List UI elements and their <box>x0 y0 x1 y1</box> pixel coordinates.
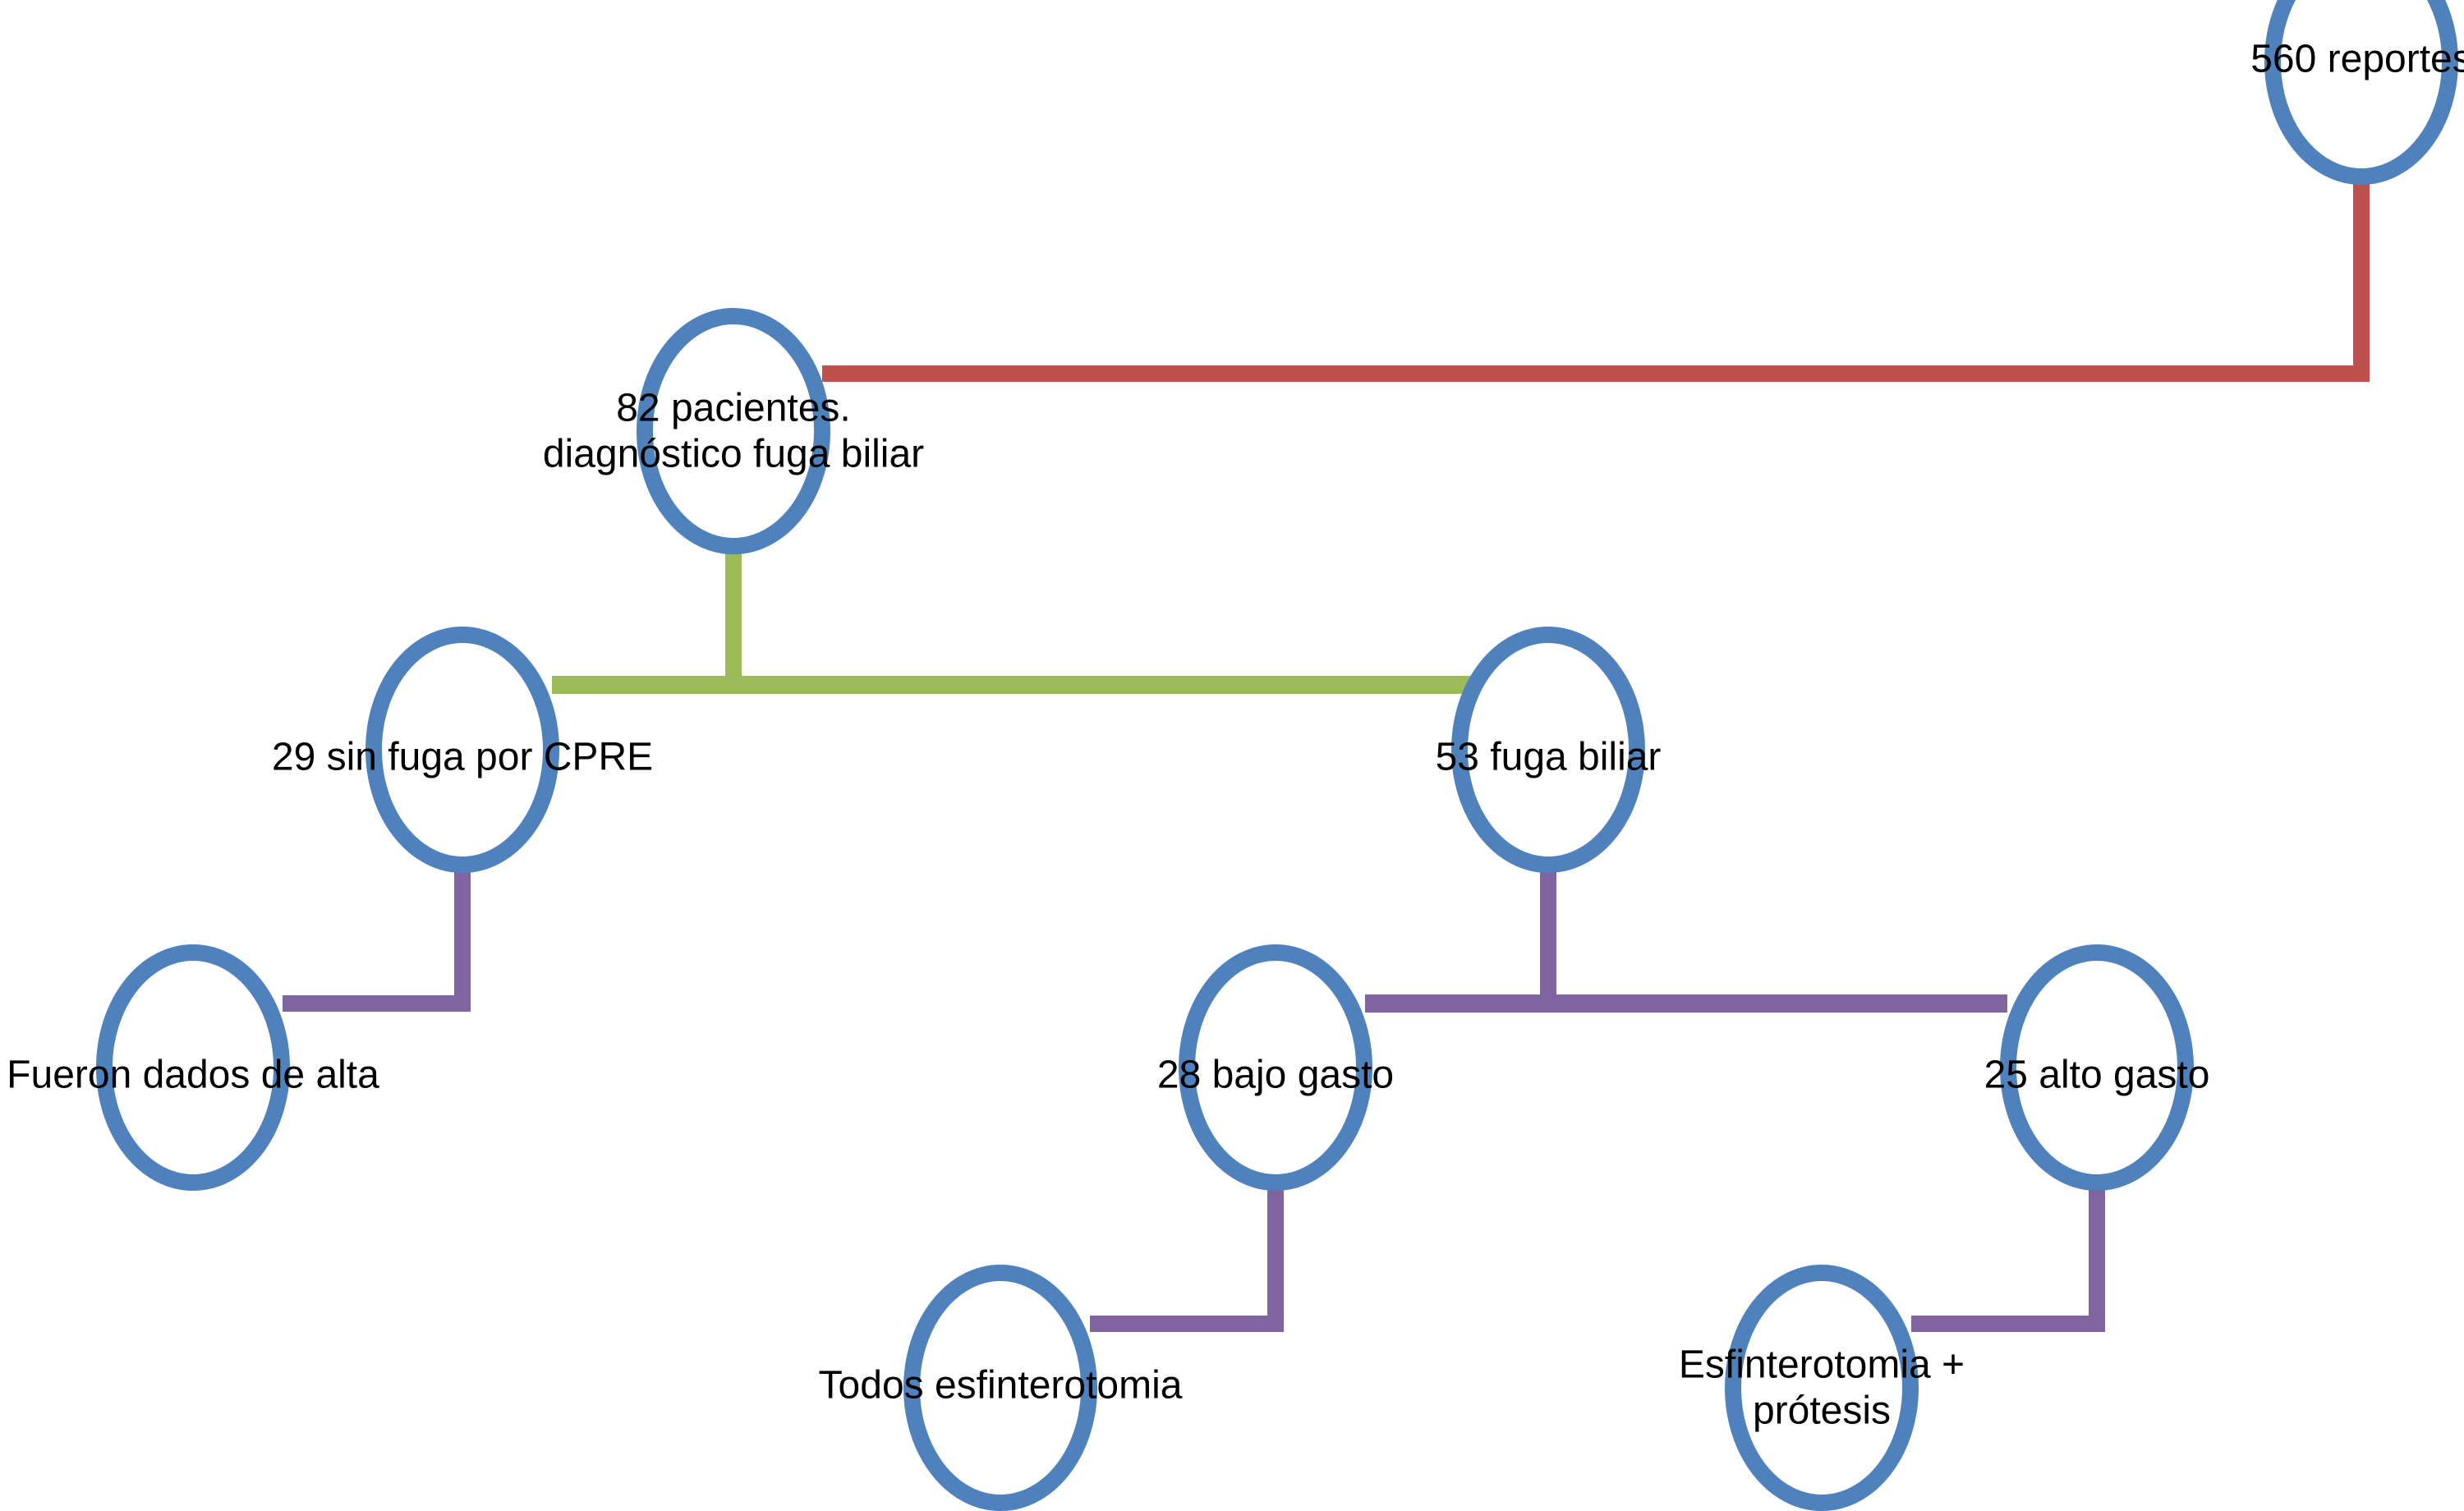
connector-path-red <box>822 175 2370 382</box>
node-29-sin-fuga-cpre[interactable]: 29 sin fuga por CPRE <box>272 627 653 873</box>
node-82-pacientes[interactable]: 82 pacientes. diagnóstico fuga biliar <box>543 308 924 554</box>
node-arc-bottom <box>637 430 830 554</box>
connector-29-to-alta <box>283 863 471 1012</box>
node-label-53-fuga-biliar: 53 fuga biliar <box>1436 736 1662 779</box>
node-label-25-alto-gasto: 25 alto gasto <box>1984 1054 2210 1097</box>
node-arc-top <box>903 1265 1097 1389</box>
node-arc-bottom <box>96 1067 290 1191</box>
node-arc-top <box>2264 0 2458 62</box>
node-todos-esfinterotomia[interactable]: Todos esfinterotomia <box>819 1265 1183 1511</box>
node-arc-bottom <box>1179 1067 1372 1191</box>
node-arc-top <box>1725 1265 1919 1389</box>
connector-path-purple-protesis <box>1911 1181 2105 1332</box>
node-label-esfinterotomia-protesis-line1: Esfinterotomia + <box>1679 1343 1965 1387</box>
node-label-todos-esfinterotomia: Todos esfinterotomia <box>819 1364 1183 1408</box>
node-arc-bottom <box>1451 749 1645 873</box>
node-arc-top <box>2000 944 2194 1068</box>
connector-alto-to-protesis <box>1911 1181 2105 1332</box>
connector-path-purple-alta <box>283 863 471 1012</box>
node-arc-top <box>1451 627 1645 751</box>
connector-layer <box>283 175 2370 1332</box>
node-25-alto-gasto[interactable]: 25 alto gasto <box>1984 944 2210 1191</box>
node-label-28-bajo-gasto: 28 bajo gasto <box>1157 1054 1394 1097</box>
connector-path-purple-todos <box>1090 1181 1284 1332</box>
node-label-esfinterotomia-protesis-line2: prótesis <box>1753 1389 1891 1433</box>
connector-82-split <box>552 544 1470 694</box>
connector-560-to-82 <box>822 175 2370 382</box>
node-esfinterotomia-protesis[interactable]: Esfinterotomia + prótesis <box>1679 1265 1965 1511</box>
node-label-29-sin-fuga-cpre: 29 sin fuga por CPRE <box>272 736 653 779</box>
node-label-560-reportes: 560 reportes <box>2250 38 2464 81</box>
node-label-fueron-dados-de-alta: Fueron dados de alta <box>7 1054 379 1097</box>
node-28-bajo-gasto[interactable]: 28 bajo gasto <box>1157 944 1394 1191</box>
node-53-fuga-biliar[interactable]: 53 fuga biliar <box>1436 627 1662 873</box>
node-arc-bottom <box>903 1387 1097 1511</box>
node-label-82-pacientes-line2: diagnóstico fuga biliar <box>543 433 924 476</box>
connector-bajo-to-todos <box>1090 1181 1284 1332</box>
node-arc-top <box>1179 944 1372 1068</box>
node-arc-top <box>365 627 559 751</box>
node-arc-bottom <box>1725 1387 1919 1511</box>
node-arc-top <box>96 944 290 1068</box>
node-560-reportes[interactable]: 560 reportes <box>2250 0 2464 185</box>
node-label-82-pacientes-line1: 82 pacientes. <box>616 387 851 430</box>
node-fueron-dados-de-alta[interactable]: Fueron dados de alta <box>7 944 379 1191</box>
node-arc-top <box>637 308 830 432</box>
connector-53-split <box>1365 863 2007 1013</box>
node-arc-bottom <box>2000 1067 2194 1191</box>
node-arc-bottom <box>2264 61 2458 185</box>
node-arc-bottom <box>365 749 559 873</box>
